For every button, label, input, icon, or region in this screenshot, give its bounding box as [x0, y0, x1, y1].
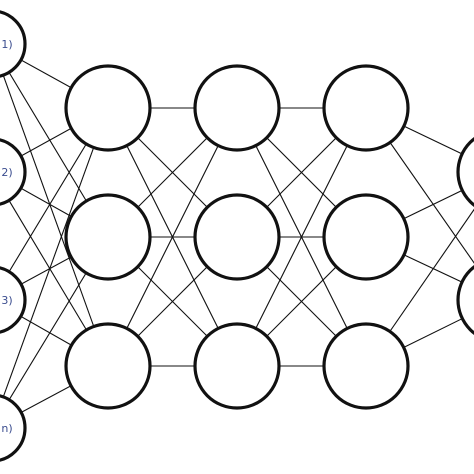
hidden-1-node-1	[64, 64, 152, 152]
hidden-2-node-3	[193, 322, 281, 410]
hidden-3-node-2	[322, 193, 410, 281]
output-node-1	[456, 137, 474, 207]
hidden-3-node-3	[322, 322, 410, 410]
hidden-2-node-1	[193, 64, 281, 152]
neuron-circle	[0, 138, 27, 206]
edge-hidden-1-3-to-hidden-2-1	[107, 107, 238, 367]
input-node-label: 1)	[1, 38, 12, 51]
neuron-circle	[64, 322, 152, 410]
neuron-circle	[456, 137, 474, 207]
output-node-2	[456, 265, 474, 335]
edge-hidden-2-3-to-hidden-3-1	[236, 107, 367, 367]
neuron-circle	[456, 265, 474, 335]
neuron-circle	[0, 266, 27, 334]
edge-input-4-to-hidden-1-1	[0, 107, 109, 408]
input-node-label: 3)	[1, 294, 12, 307]
neuron-circle	[322, 64, 410, 152]
hidden-1-node-2	[64, 193, 152, 281]
neuron-circle	[0, 10, 27, 78]
neuron-circle	[193, 193, 281, 281]
neuron-circle	[322, 193, 410, 281]
neuron-nodes: 1) 2) 3) n)	[0, 10, 474, 462]
input-node-3: 3)	[0, 266, 27, 334]
neuron-circle	[0, 394, 27, 462]
neuron-circle	[64, 64, 152, 152]
hidden-1-node-3	[64, 322, 152, 410]
neuron-circle	[193, 322, 281, 410]
hidden-3-node-1	[322, 64, 410, 152]
input-node-2: 2)	[0, 138, 27, 206]
input-node-label: n)	[1, 422, 12, 435]
input-node-label: 2)	[1, 166, 12, 179]
hidden-2-node-2	[193, 193, 281, 281]
input-node-4: n)	[0, 394, 27, 462]
neuron-circle	[64, 193, 152, 281]
neuron-circle	[193, 64, 281, 152]
neuron-circle	[322, 322, 410, 410]
input-node-1: 1)	[0, 10, 27, 78]
